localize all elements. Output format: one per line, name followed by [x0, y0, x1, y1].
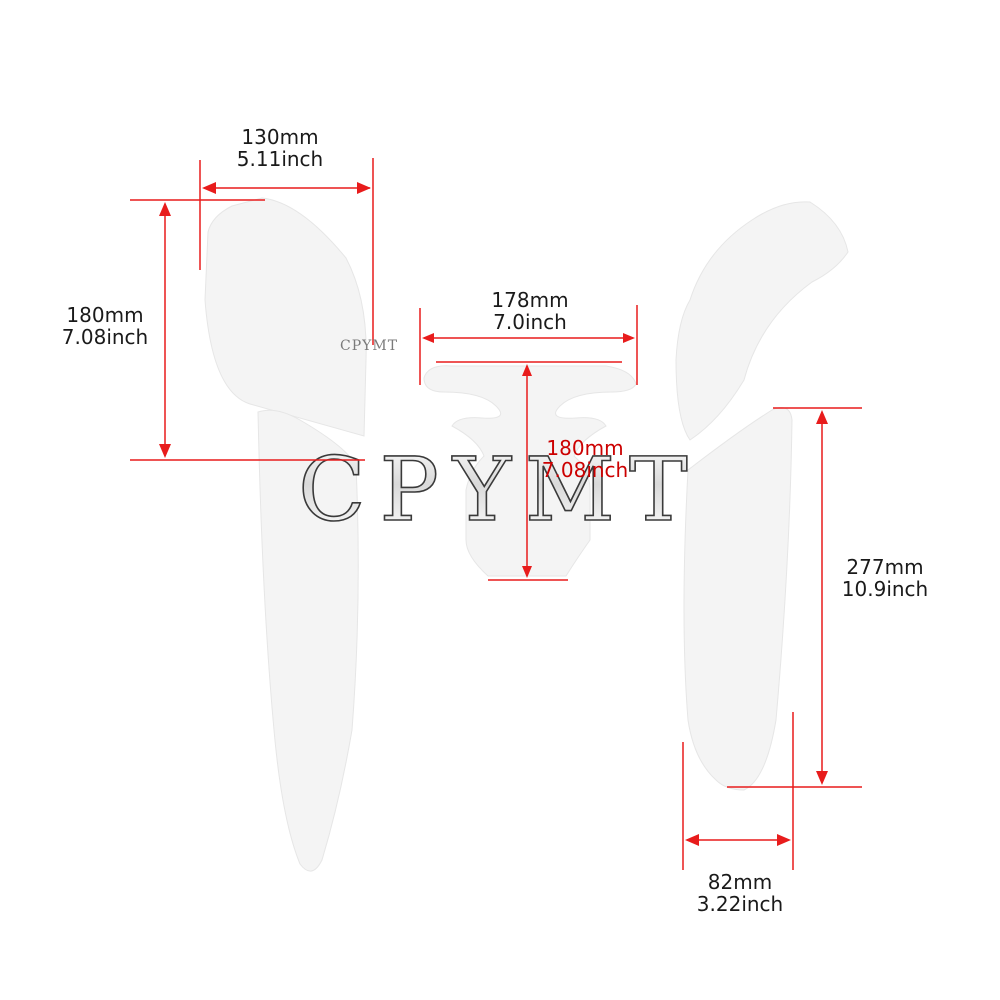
arrowhead-up: [816, 410, 828, 424]
left-upper-pad: [204, 197, 367, 437]
center-pad: [423, 365, 637, 577]
label-top-left-width-inch: 5.11inch: [236, 147, 324, 171]
label-top-left-width: 130mm 5.11inch: [215, 126, 345, 170]
arrowhead-down: [816, 771, 828, 785]
label-top-left-width-mm: 130mm: [241, 125, 319, 149]
label-top-left-height: 180mm 7.08inch: [45, 304, 165, 348]
label-right-height-inch: 10.9inch: [841, 577, 929, 601]
arrowhead-up: [522, 364, 532, 376]
arrowhead-down: [522, 566, 532, 578]
arrowhead-down: [159, 444, 171, 458]
label-center-width-mm: 178mm: [491, 288, 569, 312]
label-center-height-mm: 180mm: [546, 436, 624, 460]
arrowhead-right: [357, 182, 371, 194]
right-upper-pad: [675, 201, 849, 441]
arrowhead-left: [202, 182, 216, 194]
arrowhead-left: [685, 834, 699, 846]
arrowhead-right: [777, 834, 791, 846]
label-bottom-right-width: 82mm 3.22inch: [680, 871, 800, 915]
arrowhead-right: [623, 333, 635, 343]
label-center-width-inch: 7.0inch: [493, 310, 567, 334]
label-top-left-height-mm: 180mm: [66, 303, 144, 327]
left-lower-pad: [257, 409, 359, 872]
dimension-lines: [130, 158, 862, 870]
label-top-left-height-inch: 7.08inch: [61, 325, 149, 349]
arrowhead-left: [422, 333, 434, 343]
arrowhead-up: [159, 202, 171, 216]
label-right-height: 277mm 10.9inch: [820, 556, 950, 600]
label-right-height-mm: 277mm: [846, 555, 924, 579]
label-center-height: 180mm 7.08inch: [530, 437, 640, 481]
watermark-large: CPYMT: [298, 438, 701, 541]
dimension-arrowheads: [159, 182, 828, 846]
label-bottom-right-width-mm: 82mm: [707, 870, 773, 894]
label-center-width: 178mm 7.0inch: [470, 289, 590, 333]
label-bottom-right-width-inch: 3.22inch: [696, 892, 784, 916]
label-center-height-inch: 7.08inch: [541, 458, 629, 482]
watermark-small: CPYMT: [340, 338, 399, 354]
